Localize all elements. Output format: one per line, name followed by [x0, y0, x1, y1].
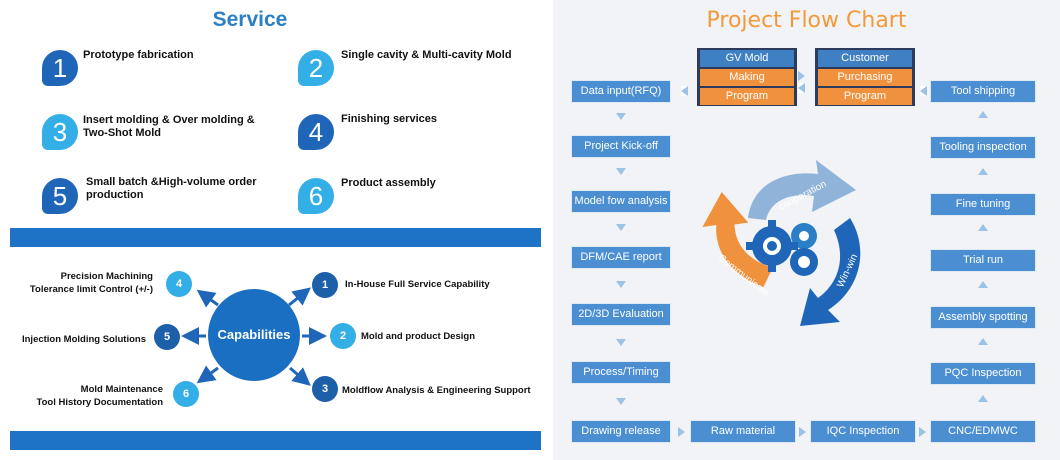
step-tooling-inspection: Tooling inspection — [930, 136, 1036, 159]
arrow-up-1-icon — [978, 111, 988, 118]
capability-1-label: In-House Full Service Capability — [345, 279, 490, 290]
service-item-3-label: Insert molding & Over molding & Two-Shot… — [83, 114, 255, 139]
gears-icon — [746, 220, 818, 276]
step-tool-shipping: Tool shipping — [930, 80, 1036, 103]
capability-4-label-line2: Tolerance limit Control (+/-) — [29, 284, 153, 295]
capability-4-label-line1: Precision Machining — [60, 271, 153, 282]
arrow-customer-to-gv-icon — [798, 83, 805, 93]
service-item-2-label: Single cavity & Multi-cavity Mold — [341, 49, 512, 61]
service-item-4-label: Finishing services — [341, 113, 437, 125]
capability-number-4: 4 — [166, 271, 192, 297]
cycle-diagram: cooperation Communicate Win-win — [702, 160, 861, 326]
service-number-5-icon: 5 — [42, 178, 78, 214]
capabilities-center: Capabilities — [208, 289, 300, 381]
capability-number-5: 5 — [154, 324, 180, 350]
flow-chart-title: Project Flow Chart — [706, 8, 907, 33]
arrow-to-data-input-icon — [681, 86, 688, 96]
step-dfm-cae-report: DFM/CAE report — [571, 246, 671, 269]
customer-purchasing: Purchasing — [818, 69, 912, 86]
capability-number-1: 1 — [312, 272, 338, 298]
step-data-input: Data input(RFQ) — [571, 80, 671, 103]
arrow-up-3-icon — [978, 224, 988, 231]
gv-mold-making: Making — [700, 69, 794, 86]
service-item-1-label: Prototype fabrication — [83, 49, 194, 61]
service-number-2-icon: 2 — [298, 50, 334, 86]
capability-6-label-line1: Mold Maintenance — [80, 384, 163, 395]
arrow-to-1 — [288, 287, 312, 307]
step-project-kickoff: Project Kick-off — [571, 135, 671, 158]
step-pqc-inspection: PQC Inspection — [930, 362, 1036, 385]
arrow-up-2-icon — [978, 168, 988, 175]
services-panel: Service 1 Prototype fabrication 2 Single… — [10, 8, 541, 450]
arrow-shipping-to-customer-icon — [920, 86, 927, 96]
arrow-to-4 — [196, 289, 219, 308]
capability-number-6: 6 — [173, 381, 199, 407]
cooperation-arrow-icon — [748, 160, 856, 220]
arrow-down-6-icon — [616, 398, 626, 405]
step-2d3d-evaluation: 2D/3D Evaluation — [571, 303, 671, 326]
step-drawing-release: Drawing release — [571, 420, 671, 443]
step-cnc-edmwc: CNC/EDMWC — [930, 420, 1036, 443]
capability-number-3: 3 — [312, 376, 338, 402]
step-assembly-spotting: Assembly spotting — [930, 306, 1036, 329]
arrow-down-4-icon — [616, 281, 626, 288]
customer-box: Customer Purchasing Program — [815, 48, 915, 106]
step-process-timing: Process/Timing — [571, 361, 671, 384]
step-trial-run: Trial run — [930, 249, 1036, 272]
arrow-down-5-icon — [616, 339, 626, 346]
customer-header: Customer — [818, 50, 912, 67]
service-item-5-label: Small batch &High-volume order productio… — [86, 176, 257, 201]
divider-bar-top — [10, 228, 541, 247]
arrow-up-4-icon — [978, 281, 988, 288]
arrow-down-1-icon — [616, 113, 626, 120]
arrow-to-3 — [289, 366, 311, 386]
gv-mold-program: Program — [700, 88, 794, 105]
capability-3-label: Moldflow Analysis & Engineering Support — [342, 385, 531, 396]
gv-mold-box: GV Mold Making Program — [697, 48, 797, 106]
step-fine-tuning: Fine tuning — [930, 193, 1036, 216]
arrow-right-3-icon — [919, 427, 926, 437]
service-title: Service — [212, 8, 288, 31]
communicate-arrow-icon — [702, 191, 773, 288]
arrow-right-2-icon — [799, 427, 806, 437]
capability-6-label-line2: Tool History Documentation — [36, 397, 164, 408]
service-item-6-label: Product assembly — [341, 177, 436, 189]
capability-2-label: Mold and product Design — [361, 331, 475, 342]
service-number-3-icon: 3 — [42, 114, 78, 150]
win-win-arrow-icon — [800, 218, 861, 326]
gv-mold-header: GV Mold — [700, 50, 794, 67]
arrow-up-6-icon — [978, 395, 988, 402]
arrow-right-1-icon — [678, 427, 685, 437]
arrow-up-5-icon — [978, 338, 988, 345]
service-number-6-icon: 6 — [298, 178, 334, 214]
arrow-gv-to-customer-icon — [798, 71, 805, 81]
service-number-4-icon: 4 — [298, 114, 334, 150]
arrow-down-3-icon — [616, 224, 626, 231]
divider-bar-bottom — [10, 431, 541, 450]
service-number-1-icon: 1 — [42, 50, 78, 86]
capability-5-label: Injection Molding Solutions — [21, 334, 146, 345]
arrow-to-6 — [196, 365, 219, 384]
step-iqc-inspection: IQC Inspection — [810, 420, 916, 443]
customer-program: Program — [818, 88, 912, 105]
step-model-flow-analysis: Model fow analysis — [571, 190, 671, 213]
capability-number-2: 2 — [330, 323, 356, 349]
arrow-down-2-icon — [616, 168, 626, 175]
capabilities-arrows — [181, 287, 327, 386]
step-raw-material: Raw material — [690, 420, 796, 443]
